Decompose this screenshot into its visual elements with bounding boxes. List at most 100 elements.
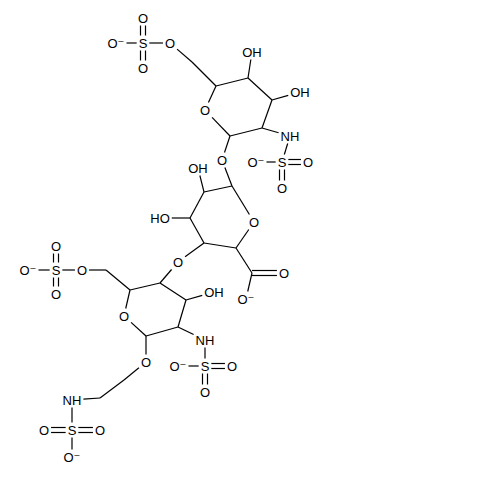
atom-label: O [51,288,61,301]
atom-label: OH [204,286,224,299]
atom-label: OH [290,86,310,99]
atom-label: O⁻ [108,37,125,50]
bond-line [236,248,252,273]
bond-line [53,278,54,287]
bond-line [252,270,277,271]
bond-line [172,217,190,218]
bond-line [207,374,208,385]
atom-label: O [277,182,287,195]
bond-line [204,243,236,248]
bond-line [190,218,204,243]
bond-line [78,432,93,433]
bond-line [51,427,66,428]
bond-line [53,254,54,263]
bond-line [211,368,225,369]
atom-label: NH [196,334,215,347]
bond-line [288,164,301,165]
atom-label: O [138,12,148,25]
atom-label: O⁻ [238,293,255,306]
bond-line [131,322,146,336]
atom-label: O [165,37,175,50]
bond-line [58,254,59,263]
atom-label: OH [188,162,208,175]
atom-label: O [303,156,313,169]
atom-label: O [200,104,210,117]
bond-line [145,26,146,36]
bond-line [130,283,160,290]
atom-label: O [249,216,259,229]
atom-label: O [39,424,49,437]
bond-line [188,365,198,366]
bond-line [212,117,230,136]
bond-line [185,243,204,257]
atom-label: O [119,310,129,323]
bond-line [78,427,93,428]
bond-line [208,86,216,103]
bond-line [225,168,232,187]
atom-label: O [51,240,61,253]
atom-label: O [227,360,237,373]
bond-line [248,273,252,292]
atom-label: HO [150,212,170,225]
bond-line [262,128,279,133]
bond-line [225,136,231,153]
bond-line [178,300,186,327]
bond-line [51,432,66,433]
bond-line [252,275,277,276]
bond-line [146,327,178,336]
bond-line [149,42,163,43]
bond-line [100,380,124,398]
atom-label: O [77,264,87,277]
bond-line [140,26,141,36]
bond-line [216,78,248,86]
bond-line [204,348,205,359]
bond-line [106,270,130,290]
bond-line [248,60,251,79]
bond-line [248,78,272,100]
atom-label: O [217,154,227,167]
atom-label: O⁻ [64,451,81,464]
bond-line [284,144,287,155]
bond-line [230,128,262,136]
bond-line [62,269,75,270]
bond-line [160,283,186,300]
atom-label: O [95,424,105,437]
bond-line [266,161,275,162]
bond-line [58,278,59,287]
atom-label: O [141,356,151,369]
bond-line [140,51,141,61]
atom-label: NH [63,394,82,407]
bond-line [288,159,301,160]
bond-line [71,438,72,450]
bond-line [262,100,272,128]
bond-line [124,368,139,380]
bond-line [232,186,249,215]
atom-label: S [139,37,148,50]
bond-line [284,170,285,181]
bond-line [145,51,146,61]
atom-label: OH [242,46,262,59]
bond-line [272,95,288,100]
atom-label: O [173,256,183,269]
atom-label: O⁻ [248,156,265,169]
bond-line [126,42,136,43]
bond-line [279,170,280,181]
atom-label: O [138,62,148,75]
atom-label: O [279,267,289,280]
bond-line [200,176,204,193]
bond-line [89,269,106,270]
bond-line [192,62,216,86]
atom-label: S [201,360,210,373]
bond-line [204,186,232,192]
bond-line [145,336,146,355]
bond-line [236,230,249,249]
atom-label: O [200,386,210,399]
atom-label: S [52,264,61,277]
bond-line [211,363,225,364]
bond-line [190,192,204,218]
atom-label: NH [281,130,300,143]
bond-line [177,49,192,62]
bond-line [178,327,194,335]
atom-label: S [68,424,77,437]
